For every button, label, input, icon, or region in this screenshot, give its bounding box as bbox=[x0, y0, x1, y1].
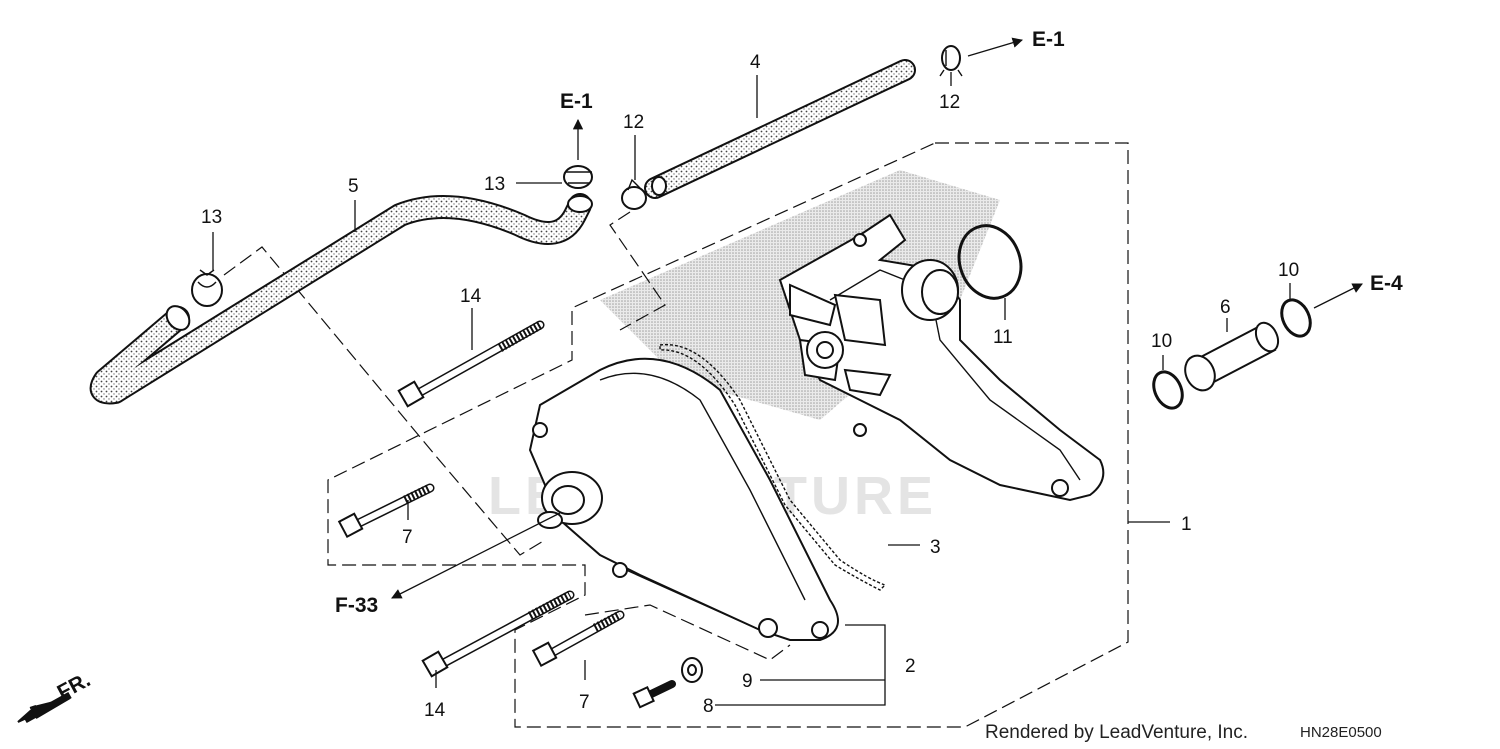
pipe-6 bbox=[1184, 321, 1280, 392]
pump-cover bbox=[528, 357, 839, 641]
callout-13-mid: 13 bbox=[484, 174, 505, 195]
callout-3: 3 bbox=[930, 537, 941, 558]
callout-5: 5 bbox=[348, 176, 359, 197]
footer-diagram-code: HN28E0500 bbox=[1300, 724, 1382, 741]
callout-2: 2 bbox=[905, 656, 916, 677]
callout-7-left: 7 bbox=[402, 527, 413, 548]
bolt-dash bbox=[584, 604, 791, 661]
gasket-3 bbox=[659, 343, 887, 591]
hose-dash-12 bbox=[609, 211, 666, 331]
clamp-12-mid bbox=[621, 178, 647, 210]
callout-7-bottom: 7 bbox=[579, 692, 590, 713]
o-ring-11 bbox=[957, 224, 1023, 300]
washer-9 bbox=[681, 657, 703, 683]
clamp-13-mid bbox=[563, 165, 593, 189]
callout-4: 4 bbox=[750, 52, 761, 73]
callout-10-left: 10 bbox=[1151, 331, 1172, 352]
bolt-8 bbox=[632, 680, 676, 709]
assembly-outline bbox=[327, 142, 1129, 728]
callout-14-top: 14 bbox=[460, 286, 482, 307]
o-ring-10-left bbox=[1152, 370, 1184, 410]
bolt-7-bottom bbox=[531, 610, 625, 668]
callout-1: 1 bbox=[1181, 514, 1192, 535]
bolt-7-left bbox=[337, 483, 435, 539]
clamp-12-top bbox=[939, 45, 963, 77]
ref-e1-top: E-1 bbox=[1032, 28, 1065, 51]
callout-13-left: 13 bbox=[201, 207, 222, 228]
bolt-14-bottom bbox=[421, 590, 575, 678]
ref-e4: E-4 bbox=[1370, 272, 1403, 295]
callout-9: 9 bbox=[742, 671, 753, 692]
callout-6: 6 bbox=[1220, 297, 1231, 318]
clamp-13-left bbox=[191, 269, 223, 307]
callout-12-top: 12 bbox=[939, 92, 960, 113]
impeller bbox=[789, 283, 892, 397]
callout-12-mid: 12 bbox=[623, 112, 644, 133]
footer-rendered-by: Rendered by LeadVenture, Inc. bbox=[985, 722, 1248, 743]
ref-f33: F-33 bbox=[335, 594, 378, 617]
ref-e1-mid: E-1 bbox=[560, 90, 593, 113]
hose-dash-5 bbox=[223, 246, 546, 556]
callout-10-right: 10 bbox=[1278, 260, 1299, 281]
o-ring-10-right bbox=[1280, 298, 1312, 338]
callout-11: 11 bbox=[993, 327, 1013, 348]
callout-14-bottom: 14 bbox=[424, 700, 446, 721]
callout-8: 8 bbox=[703, 696, 714, 717]
bolt-14-top bbox=[397, 320, 545, 408]
